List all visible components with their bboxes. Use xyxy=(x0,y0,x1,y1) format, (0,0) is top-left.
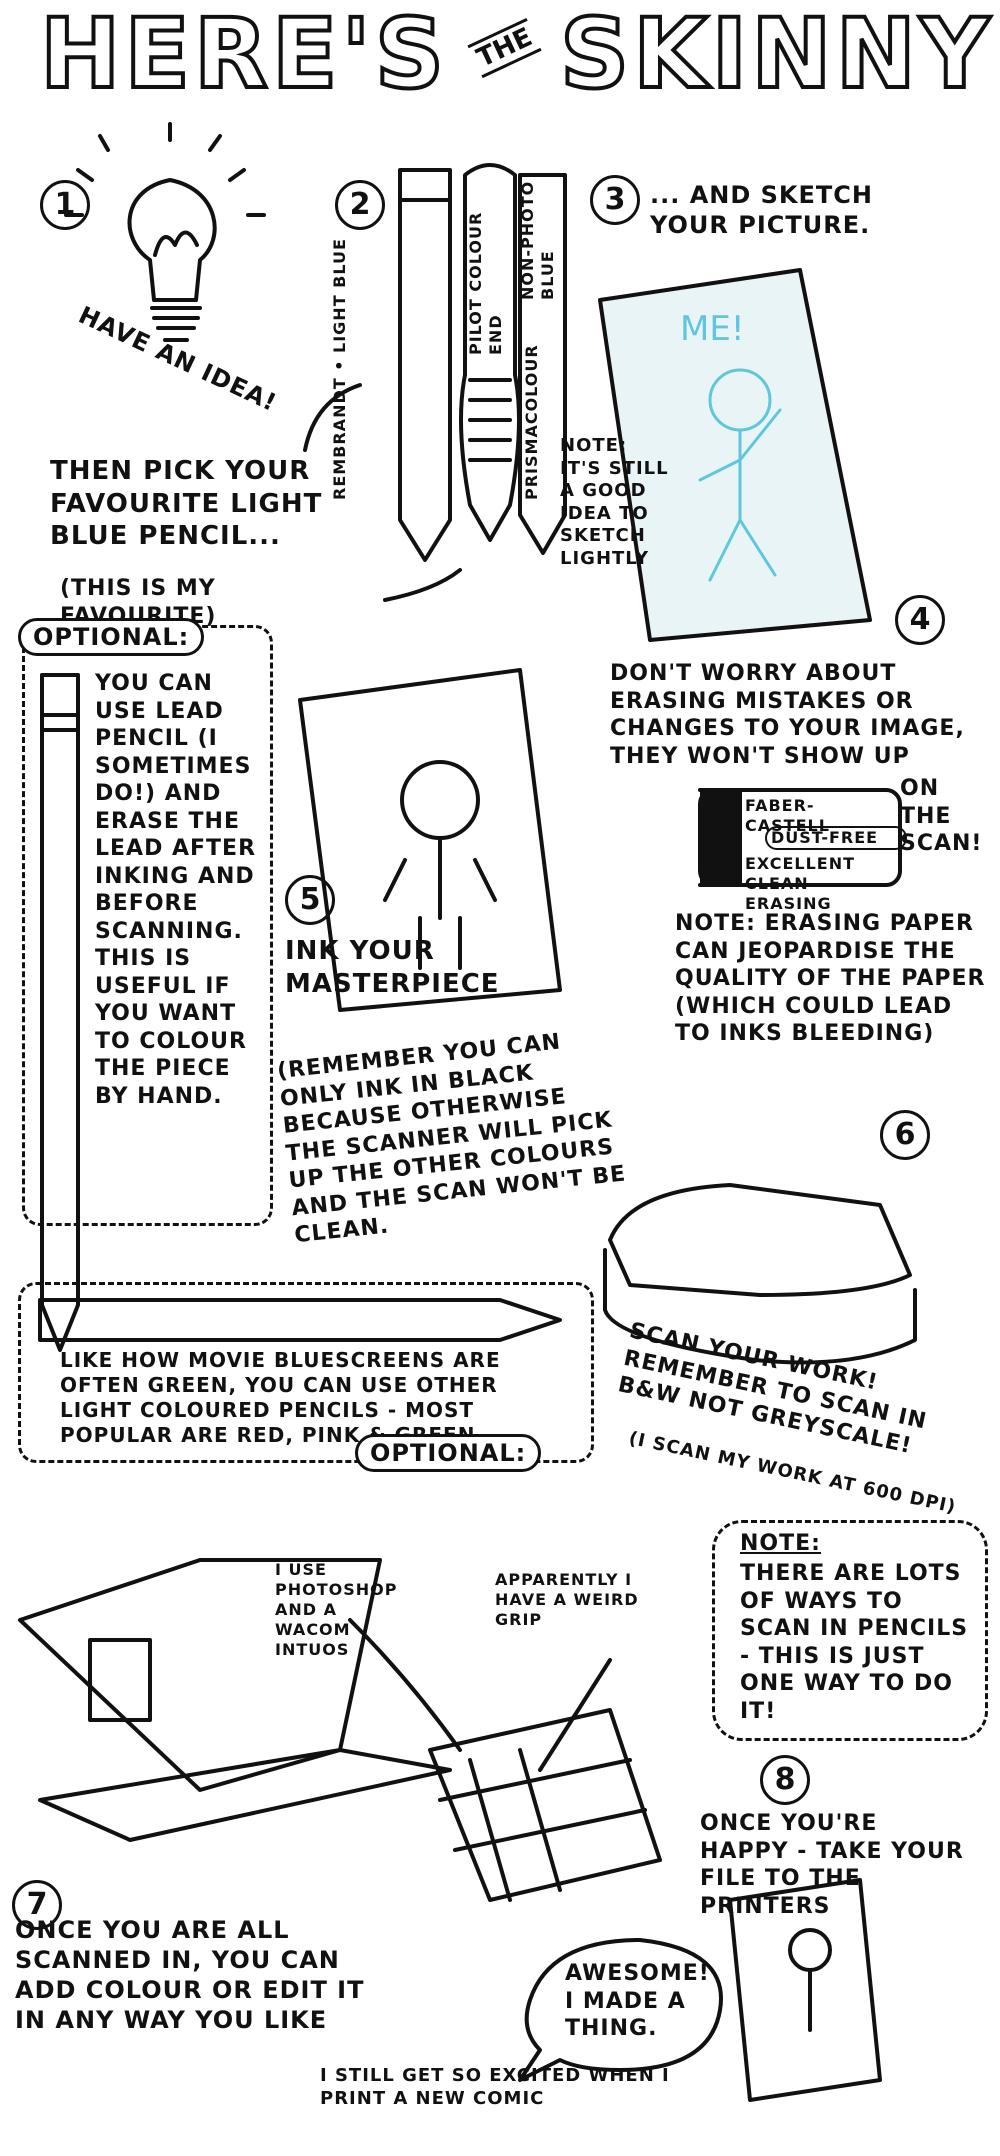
eraser-line: EXCELLENT CLEAN ERASING xyxy=(745,854,855,913)
pencil-label-rembrandt: REMBRANDT • LIGHT BLUE xyxy=(330,238,349,500)
step-number-1: 1 xyxy=(40,180,90,230)
step-number-2: 2 xyxy=(335,180,385,230)
step5-note: (REMEMBER YOU CAN ONLY INK IN BLACK BECA… xyxy=(275,1029,628,1249)
step4-text: DON'T WORRY ABOUT ERASING MISTAKES OR CH… xyxy=(610,661,965,769)
pencil-pilot-icon xyxy=(459,163,521,542)
speech-bubble-text: AWESOME! I MADE A THING. xyxy=(565,1961,710,2041)
step4-text2: ON THE SCAN! xyxy=(900,776,983,856)
printed-comic-icon xyxy=(728,1878,882,2102)
optional2-text: LIKE HOW MOVIE BLUESCREENS ARE OFTEN GRE… xyxy=(60,1348,501,1447)
eraser-tag: DUST-FREE xyxy=(765,826,907,850)
step8-caption: I STILL GET SO EXCITED WHEN I PRINT A NE… xyxy=(320,2065,670,2109)
note-box xyxy=(712,1520,988,1741)
step-number-4: 4 xyxy=(895,595,945,645)
note-box-text: THERE ARE LOTS OF WAYS TO SCAN IN PENCIL… xyxy=(740,1561,969,1724)
sketch-label: ME! xyxy=(680,309,744,349)
step4-note: NOTE: ERASING PAPER CAN JEOPARDISE THE Q… xyxy=(675,911,986,1046)
step-number-3: 3 xyxy=(590,175,640,225)
title-skinny: SKINNY xyxy=(558,0,994,112)
step3-text: ... AND SKETCH YOUR PICTURE. xyxy=(650,181,873,239)
step8-text: ONCE YOU'RE HAPPY - TAKE YOUR FILE TO TH… xyxy=(700,1811,964,1919)
sketch-paper-icon xyxy=(598,268,872,642)
optional-label-1: OPTIONAL: xyxy=(18,618,205,656)
optional-box-2 xyxy=(18,1282,594,1463)
step7-tools: I USE PHOTOSHOP AND A WACOM INTUOS xyxy=(275,1560,398,1659)
pencil-nonphoto-icon xyxy=(518,173,567,555)
step-number-8: 8 xyxy=(760,1755,810,1805)
arrow-icon xyxy=(383,568,462,602)
lead-pencil-icon xyxy=(40,673,80,1352)
step-number-7: 7 xyxy=(12,1880,62,1930)
speech-bubble-icon xyxy=(518,1938,723,2082)
step-number-5: 5 xyxy=(285,875,335,925)
arrow-icon xyxy=(303,383,362,452)
optional-label-2: OPTIONAL: xyxy=(355,1434,542,1472)
step7-grip: APPARENTLY I HAVE A WEIRD GRIP xyxy=(495,1570,639,1629)
note-box-label: NOTE: xyxy=(740,1531,821,1556)
pencil-label-pilot: PILOT COLOUR END xyxy=(466,211,505,355)
scanner-icon xyxy=(603,1183,917,1365)
optional1-text: YOU CAN USE LEAD PENCIL (I SOMETIMES DO!… xyxy=(95,671,257,1109)
step5-text: INK YOUR MASTERPIECE xyxy=(285,936,500,999)
pencil-label-nonphoto: NON-PHOTO BLUE xyxy=(518,180,557,300)
step-number-6: 6 xyxy=(880,1110,930,1160)
pencil-rembrandt-icon xyxy=(398,168,452,562)
sketch-figure-icon: ME! xyxy=(680,309,782,582)
step7-text: ONCE YOU ARE ALL SCANNED IN, YOU CAN ADD… xyxy=(15,1916,365,2034)
page-title: HERE'S THE SKINNY xyxy=(38,0,991,112)
lightbulb-icon xyxy=(64,122,266,342)
stylus-icon xyxy=(538,1658,612,1772)
eraser-brand: FABER-CASTELL xyxy=(745,796,830,835)
drawing-tablet-icon xyxy=(348,1618,662,1902)
step3-note: NOTE: IT'S STILL A GOOD IDEA TO SKETCH L… xyxy=(560,435,669,569)
step2-text: THEN PICK YOUR FAVOURITE LIGHT BLUE PENC… xyxy=(50,456,323,551)
long-pencil-icon xyxy=(38,1298,562,1342)
pencil-label-prismacolour: PRISMACOLOUR xyxy=(522,344,541,500)
laptop-icon xyxy=(18,1558,452,1842)
title-heres: HERE'S xyxy=(38,0,448,112)
